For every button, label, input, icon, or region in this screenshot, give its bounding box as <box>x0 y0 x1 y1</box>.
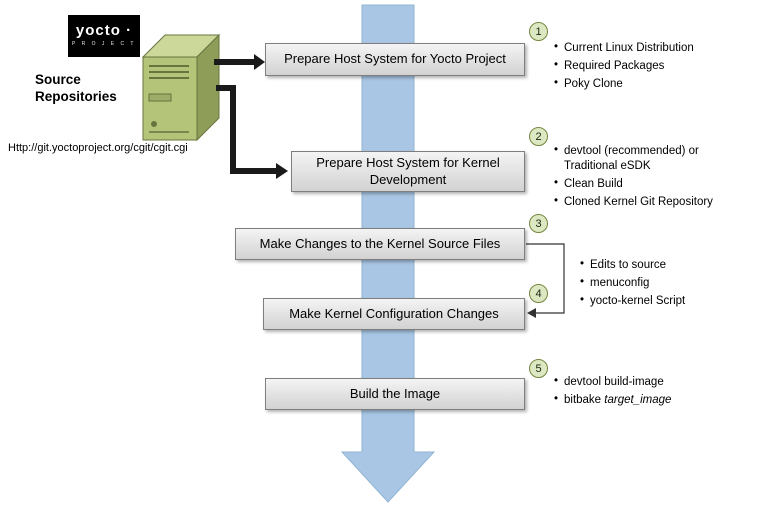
step-badge-3: 3 <box>529 214 548 233</box>
bullet-item: bitbake target_image <box>552 392 752 408</box>
step-label-1: Prepare Host System for Yocto Project <box>284 51 506 67</box>
source-repositories-label: Source Repositories <box>35 72 117 104</box>
bullet-item: Cloned Kernel Git Repository <box>552 194 730 210</box>
bullet-item: Poky Clone <box>552 76 757 92</box>
step-box-1: Prepare Host System for Yocto Project <box>265 43 525 76</box>
yocto-logo-text: yocto · <box>75 22 133 39</box>
bullet-item: Required Packages <box>552 58 757 74</box>
step-badge-4: 4 <box>529 284 548 303</box>
step-box-2: Prepare Host System for Kernel Developme… <box>291 151 525 192</box>
bullet-item: devtool (recommended) or Traditional eSD… <box>552 143 730 174</box>
step5-bullets: devtool build-image bitbake target_image <box>552 374 752 411</box>
step-label-2: Prepare Host System for Kernel Developme… <box>316 154 500 187</box>
bullet-item: menuconfig <box>578 275 748 291</box>
step-box-5: Build the Image <box>265 378 525 410</box>
step-label-3: Make Changes to the Kernel Source Files <box>259 235 501 251</box>
step-label-4: Make Kernel Configuration Changes <box>289 305 499 321</box>
arrow-to-step-2 <box>216 85 288 179</box>
bullet-item: devtool build-image <box>552 374 752 390</box>
steps34-connector <box>526 243 565 318</box>
bullet-item: yocto-kernel Script <box>578 293 748 309</box>
step-label-5: Build the Image <box>349 385 441 401</box>
step-badge-2: 2 <box>529 127 548 146</box>
yocto-logo-subtext: P R O J E C T <box>72 41 136 47</box>
bullet-item: Clean Build <box>552 176 730 192</box>
step1-bullets: Current Linux Distribution Required Pack… <box>552 40 757 95</box>
arrow-to-step-1 <box>214 54 265 70</box>
bullet-item: Current Linux Distribution <box>552 40 757 56</box>
step-badge-5: 5 <box>529 359 548 378</box>
bullet-item: Edits to source <box>578 257 748 273</box>
step-box-4: Make Kernel Configuration Changes <box>263 298 525 330</box>
step-box-3: Make Changes to the Kernel Source Files <box>235 228 525 260</box>
yocto-logo: yocto · P R O J E C T <box>68 15 140 57</box>
server-icon <box>141 33 221 142</box>
steps34-bullets: Edits to source menuconfig yocto-kernel … <box>578 257 748 312</box>
step2-bullets: devtool (recommended) or Traditional eSD… <box>552 143 730 213</box>
step-badge-1: 1 <box>529 22 548 41</box>
repo-url: Http://git.yoctoproject.org/cgit/cgit.cg… <box>8 142 188 154</box>
